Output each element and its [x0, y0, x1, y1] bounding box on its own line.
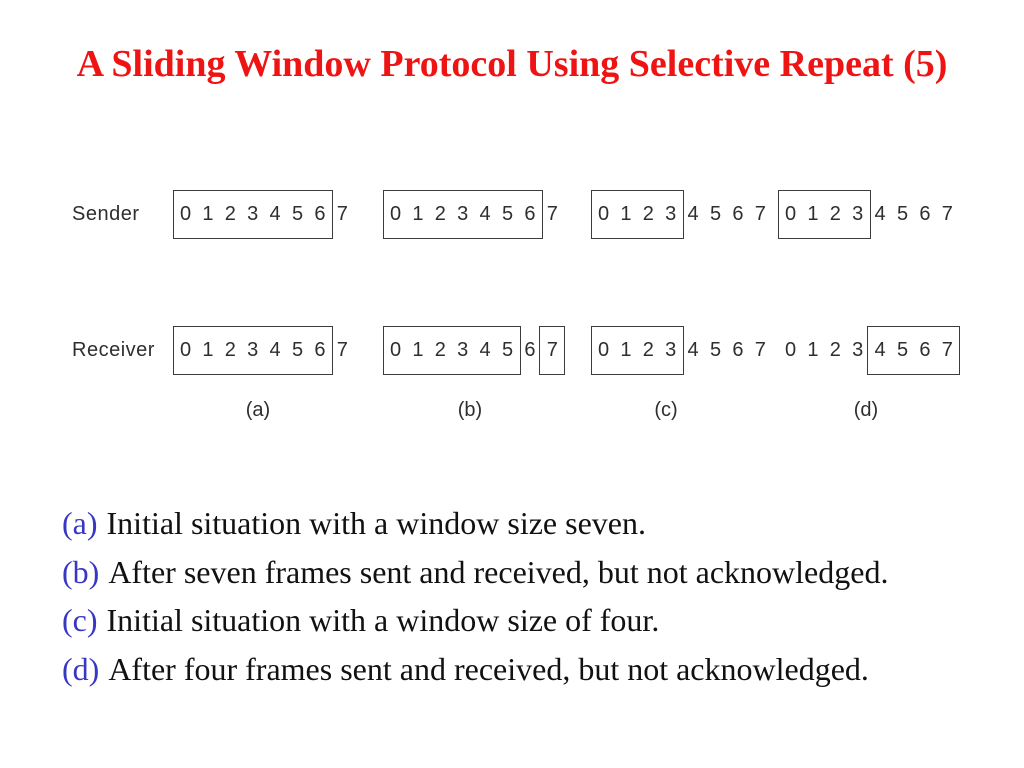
sequence-number-cell: 5	[501, 203, 514, 225]
sequence-number-cell: 6	[919, 203, 931, 225]
group-label-a: (a)	[245, 399, 271, 421]
sequence-number-cell: 4	[687, 203, 699, 225]
sequence-number-cell: 3	[247, 203, 259, 225]
caption-line-a: (a)Initial situation with a window size …	[62, 504, 1012, 542]
sequence-number-cell: 4	[874, 203, 886, 225]
sequence-number-cell: 5	[501, 339, 514, 361]
caption-tag: (a)	[62, 505, 98, 541]
slide-title: A Sliding Window Protocol Using Selectiv…	[76, 43, 948, 85]
sequence-number-cell: 0	[784, 339, 797, 361]
caption-tag: (b)	[62, 554, 100, 590]
sequence-number-cell: 6	[524, 339, 536, 361]
sequence-number-cell: 1	[202, 203, 214, 225]
group-label-d: (d)	[853, 399, 879, 421]
sequence-number-cell: 7	[754, 203, 766, 225]
sequence-number-cell: 0	[179, 339, 192, 361]
window-box-sender-d	[777, 190, 871, 239]
sequence-number-cell: 6	[314, 339, 326, 361]
sequence-number-cell: 7	[941, 339, 953, 361]
sequence-number-cell: 5	[709, 339, 722, 361]
sequence-number-cell: 7	[336, 339, 348, 361]
caption-text: Initial situation with a window size of …	[106, 602, 660, 638]
sequence-number-cell: 1	[412, 339, 424, 361]
sequence-number-cell: 1	[807, 203, 819, 225]
sequence-number-cell: 6	[919, 339, 931, 361]
window-box-receiver-b	[382, 326, 521, 375]
sequence-number-cell: 5	[709, 203, 722, 225]
window-box-receiver-b	[539, 326, 566, 375]
sequence-number-cell: 4	[687, 339, 699, 361]
sequence-number-cell: 6	[732, 339, 744, 361]
group-label-b: (b)	[457, 399, 483, 421]
sequence-number-cell: 1	[412, 203, 424, 225]
caption-text: Initial situation with a window size sev…	[106, 505, 646, 541]
window-box-receiver-a	[172, 326, 333, 375]
sequence-number-cell: 7	[941, 203, 953, 225]
sequence-number-cell: 4	[269, 339, 281, 361]
caption-tag: (c)	[62, 602, 98, 638]
sequence-number-cell: 2	[829, 203, 841, 225]
window-box-receiver-d	[867, 326, 961, 375]
sequence-number-cell: 1	[202, 339, 214, 361]
sequence-number-cell: 6	[314, 203, 326, 225]
sequence-number-cell: 5	[291, 203, 304, 225]
window-box-sender-c	[590, 190, 684, 239]
sequence-number-cell: 2	[642, 339, 654, 361]
sequence-number-cell: 7	[546, 203, 558, 225]
receiver-row-label: Receiver	[72, 339, 155, 361]
window-box-sender-a	[172, 190, 333, 239]
sequence-number-cell: 5	[896, 203, 909, 225]
sequence-number-cell: 0	[597, 339, 610, 361]
sequence-number-cell: 2	[434, 203, 446, 225]
sequence-number-cell: 2	[642, 203, 654, 225]
sender-row-label: Sender	[72, 203, 140, 225]
sequence-number-cell: 7	[754, 339, 766, 361]
window-box-sender-b	[382, 190, 543, 239]
sequence-number-cell: 7	[336, 203, 348, 225]
sequence-number-cell: 3	[247, 339, 259, 361]
sequence-number-cell: 5	[896, 339, 909, 361]
sequence-number-cell: 0	[389, 203, 402, 225]
sequence-number-cell: 2	[224, 339, 236, 361]
sequence-number-cell: 4	[479, 203, 491, 225]
caption-text: After seven frames sent and received, bu…	[108, 554, 889, 590]
caption-line-d: (d)After four frames sent and received, …	[62, 650, 1012, 688]
caption-tag: (d)	[62, 651, 100, 687]
sequence-number-cell: 3	[665, 203, 677, 225]
sequence-number-cell: 1	[620, 339, 632, 361]
sequence-number-cell: 4	[479, 339, 491, 361]
sequence-number-cell: 3	[852, 339, 864, 361]
sequence-number-cell: 0	[597, 203, 610, 225]
sequence-number-cell: 6	[732, 203, 744, 225]
sequence-number-cell: 2	[434, 339, 446, 361]
window-box-receiver-c	[590, 326, 684, 375]
sequence-number-cell: 3	[457, 339, 469, 361]
sequence-number-cell: 7	[546, 339, 558, 361]
sequence-number-cell: 4	[269, 203, 281, 225]
sequence-number-cell: 5	[291, 339, 304, 361]
sequence-number-cell: 3	[665, 339, 677, 361]
sequence-number-cell: 0	[179, 203, 192, 225]
sequence-number-cell: 3	[852, 203, 864, 225]
caption-line-c: (c)Initial situation with a window size …	[62, 601, 1012, 639]
sequence-number-cell: 2	[829, 339, 841, 361]
caption-line-b: (b)After seven frames sent and received,…	[62, 553, 1012, 591]
sequence-number-cell: 0	[784, 203, 797, 225]
sequence-number-cell: 3	[457, 203, 469, 225]
sequence-number-cell: 4	[874, 339, 886, 361]
sequence-number-cell: 6	[524, 203, 536, 225]
sequence-number-cell: 1	[620, 203, 632, 225]
sequence-number-cell: 0	[389, 339, 402, 361]
caption-text: After four frames sent and received, but…	[108, 651, 869, 687]
group-label-c: (c)	[654, 399, 678, 421]
sequence-number-cell: 2	[224, 203, 236, 225]
sequence-number-cell: 1	[807, 339, 819, 361]
